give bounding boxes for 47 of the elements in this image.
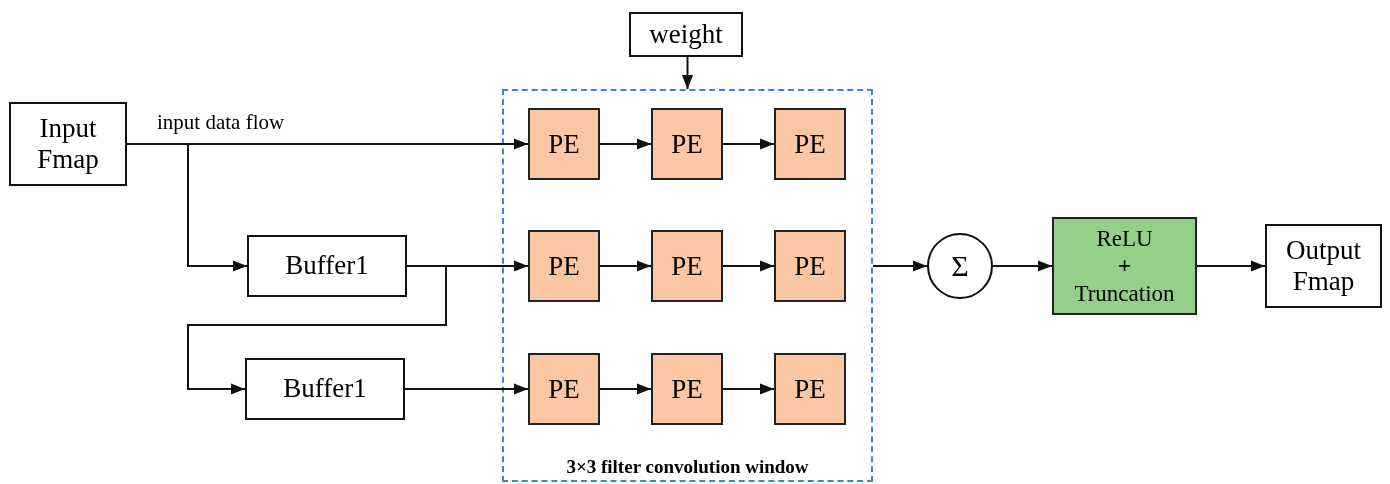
arrow xyxy=(872,260,928,272)
process-box xyxy=(9,102,127,186)
arrow xyxy=(992,260,1053,272)
summation-circle xyxy=(927,233,993,299)
processing-element-box xyxy=(774,108,846,180)
processing-element-box xyxy=(774,230,846,302)
arrow xyxy=(599,260,652,272)
node-label: ReLU + Truncation xyxy=(1074,224,1175,308)
processing-element-box xyxy=(651,353,723,425)
arrow xyxy=(187,265,447,395)
arrow xyxy=(599,383,652,395)
node-label: Buffer1 xyxy=(285,250,369,282)
filter-window-region xyxy=(502,89,873,482)
node-label: PE xyxy=(548,250,580,282)
processing-element-box xyxy=(528,230,600,302)
process-box xyxy=(247,235,407,297)
activation-box xyxy=(1052,217,1197,315)
arrow xyxy=(722,138,775,150)
processing-element-box xyxy=(774,353,846,425)
arrow xyxy=(126,143,248,272)
window-caption: 3×3 filter convolution window xyxy=(566,456,809,478)
arrow xyxy=(722,260,775,272)
arrow xyxy=(1196,260,1266,272)
processing-element-box xyxy=(528,353,600,425)
sum-symbol: Σ xyxy=(951,249,969,283)
arrow xyxy=(599,138,652,150)
process-box xyxy=(629,12,743,57)
node-label: PE xyxy=(794,373,826,405)
node-label: PE xyxy=(671,250,703,282)
process-box xyxy=(1265,224,1382,308)
arrow xyxy=(722,383,775,395)
node-label: PE xyxy=(794,128,826,160)
processing-element-box xyxy=(528,108,600,180)
processing-element-box xyxy=(651,230,723,302)
node-label: PE xyxy=(548,373,580,405)
node-label: Buffer1 xyxy=(283,373,367,405)
node-label: Input Fmap xyxy=(36,112,100,176)
arrow xyxy=(681,56,694,90)
node-label: PE xyxy=(671,373,703,405)
node-label: PE xyxy=(671,128,703,160)
arrow xyxy=(404,383,529,395)
node-label: PE xyxy=(794,250,826,282)
node-label: Output Fmap xyxy=(1285,234,1362,298)
node-label: weight xyxy=(649,18,723,50)
processing-element-box xyxy=(651,108,723,180)
process-box xyxy=(245,358,405,420)
node-label: PE xyxy=(548,128,580,160)
